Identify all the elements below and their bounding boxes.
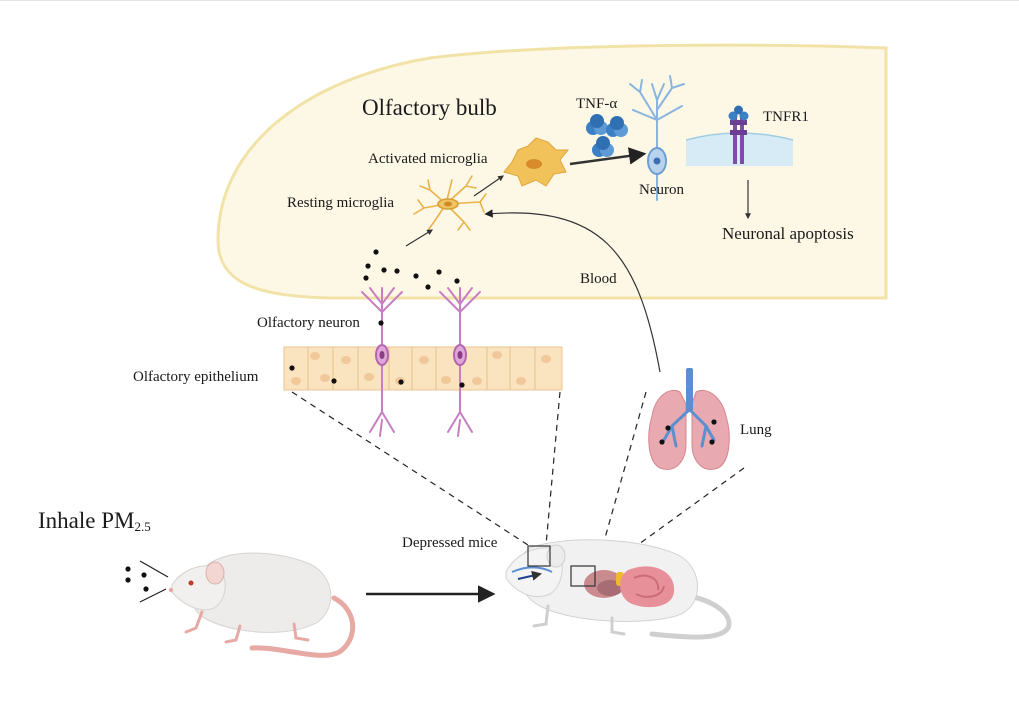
tnf-trimer-icon [592,136,614,157]
olfactory-neuron-icon [439,287,481,437]
olfactory-bulb-label: Olfactory bulb [362,95,497,120]
inhalation-lines [139,560,169,603]
pm-subscript: 2.5 [134,519,151,534]
arrow-resting-to-activated [473,175,504,197]
pm-particles-bulb [363,249,460,290]
blood-label: Blood [580,271,617,287]
pm-particles-inhaled [125,566,149,592]
activated-microglia-icon [503,137,570,187]
olfactory-epithelium-icon [283,346,563,391]
tnf-alpha-molecules-icon [586,114,628,157]
tnf-trimer-icon [606,116,628,137]
resting-microglia-icon [413,175,487,231]
tnfr1-receptor-icon [728,105,749,164]
olfactory-epithelium-label: Olfactory epithelium [133,369,259,385]
nose-highlight-box [527,545,551,567]
pm-particle-neuron [459,382,465,388]
blood-pathway-arrow [484,209,661,373]
tnfr1-membrane-icon [685,132,794,166]
tnfr1-label: TNFR1 [763,109,809,125]
depressed-mouse-icon [505,539,732,640]
tnf-alpha-label: TNF-α [576,96,618,112]
tnf-trimer-icon [586,114,608,135]
mouse-inhaling-icon [168,552,356,658]
lung-icon [648,368,730,470]
activated-microglia-label: Activated microglia [368,151,488,167]
lung-highlight-box [570,565,596,587]
arrow-activated-to-neuron [569,147,647,166]
inhale-pm-text: Inhale PM [38,508,135,533]
resting-microglia-label: Resting microglia [287,195,395,211]
pm-particle-neuron [378,320,384,326]
neuron-label: Neuron [639,182,684,198]
lung-label: Lung [740,422,772,438]
arrow-neuron-to-microglia [405,229,434,247]
olfactory-neuron-label: Olfactory neuron [257,315,360,331]
depressed-mice-label: Depressed mice [402,535,498,551]
neuron-icon [629,75,685,201]
neuronal-apoptosis-label: Neuronal apoptosis [722,224,854,243]
inhale-pm25-label: Inhale PM2.5 [38,509,151,533]
